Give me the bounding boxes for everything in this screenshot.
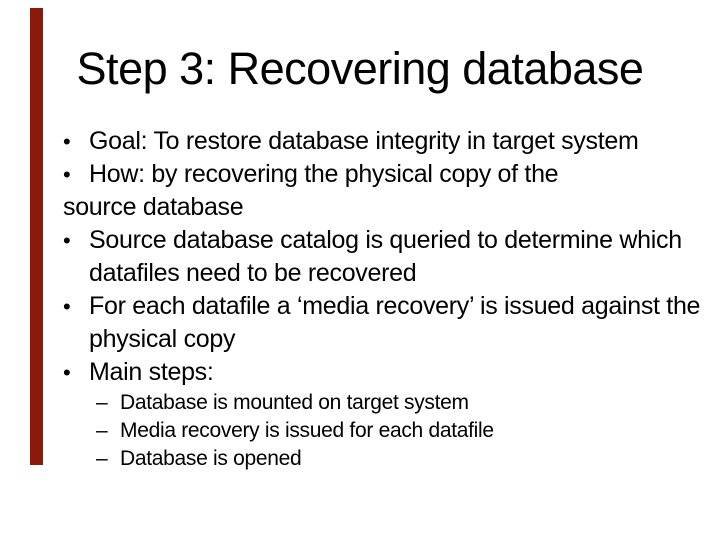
line-text: Database is opened [120,447,302,470]
bullet-marker: • [63,360,71,385]
sub-bullet-item: –Media recovery is issued for each dataf… [0,417,720,445]
bullet-marker: • [63,129,71,154]
line-text: Database is mounted on target system [120,391,469,414]
line-text: datafiles need to be recovered [89,259,417,287]
bullet-marker: • [63,228,71,253]
bullet-item: • How: by recovering the physical copy of… [0,158,720,191]
line-text: Goal: To restore database integrity in t… [89,127,639,155]
bullet-item: • Source database catalog is queried to d… [0,224,720,257]
dash-marker: – [96,419,108,442]
slide-title: Step 3: Recovering database [76,43,644,94]
bullet-continuation-line: physical copy [0,323,720,356]
dash-marker: – [96,447,108,470]
bullet-continuation-line: datafiles need to be recovered [0,257,720,290]
line-text: Source database catalog is queried to de… [89,226,682,254]
sub-bullet-item: –Database is mounted on target system [0,389,720,417]
slide-body: • Goal: To restore database integrity in … [0,125,720,473]
line-text: source database [63,193,244,221]
bullet-marker: • [63,162,71,187]
left-accent-bar [30,8,43,465]
bullet-item: • Main steps: [0,356,720,389]
bullet-item: • For each datafile a ‘media recovery’ is… [0,290,720,323]
line-text: Main steps: [89,358,214,386]
line-text: How: by recovering the physical copy of … [89,160,559,188]
dash-marker: – [96,391,108,414]
line-text: Media recovery is issued for each datafi… [120,419,494,442]
bullet-marker: • [63,294,71,319]
continuation-paragraph: source database [0,191,720,224]
sub-bullet-item: –Database is opened [0,445,720,473]
line-text: For each datafile a ‘media recovery’ is … [89,292,701,320]
line-text: physical copy [89,325,236,353]
bullet-item: • Goal: To restore database integrity in … [0,125,720,158]
